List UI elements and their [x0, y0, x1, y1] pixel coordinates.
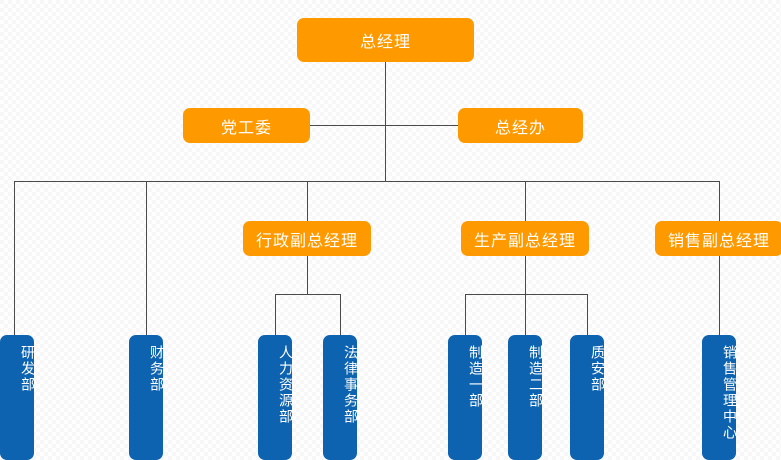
connector-row2-horizontal — [310, 125, 458, 126]
connector-vp-production-bus — [465, 294, 587, 295]
node-gm-office[interactable]: 总经办 — [458, 108, 583, 143]
node-party-committee[interactable]: 党工委 — [183, 108, 310, 143]
connector-drop-rd — [14, 181, 15, 335]
node-vp-sales[interactable]: 销售副总经理 — [655, 221, 781, 256]
connector-drop-hr — [275, 294, 276, 335]
node-general-manager[interactable]: 总经理 — [297, 18, 474, 62]
node-dept-rd[interactable]: 研发部 — [0, 335, 35, 460]
node-dept-manufacturing-1[interactable]: 制造一部 — [448, 335, 483, 460]
connector-main-bus — [14, 181, 720, 182]
connector-vp-production-down — [525, 256, 526, 294]
node-dept-quality-safety[interactable]: 质安部 — [570, 335, 605, 460]
connector-trunk-down — [385, 125, 386, 182]
connector-drop-mfg1 — [465, 294, 466, 335]
node-dept-hr[interactable]: 人力资源部 — [258, 335, 293, 460]
connector-drop-mfg2 — [525, 294, 526, 335]
connector-drop-finance — [146, 181, 147, 335]
connector-vp-admin-bus — [275, 294, 340, 295]
connector-drop-legal — [340, 294, 341, 335]
connector-drop-vp-sales — [719, 181, 720, 335]
node-dept-finance[interactable]: 财务部 — [129, 335, 164, 460]
connector-vp-admin-down — [307, 256, 308, 294]
node-dept-sales-center[interactable]: 销售管理中心 — [702, 335, 737, 460]
node-vp-production[interactable]: 生产副总经理 — [461, 221, 589, 256]
node-dept-legal[interactable]: 法律事务部 — [323, 335, 358, 460]
connector-gm-down — [385, 62, 386, 125]
node-dept-manufacturing-2[interactable]: 制造二部 — [508, 335, 543, 460]
node-vp-admin[interactable]: 行政副总经理 — [243, 221, 371, 256]
connector-drop-quality — [587, 294, 588, 335]
connector-drop-vp-production — [525, 181, 526, 221]
connector-drop-vp-admin — [307, 181, 308, 221]
